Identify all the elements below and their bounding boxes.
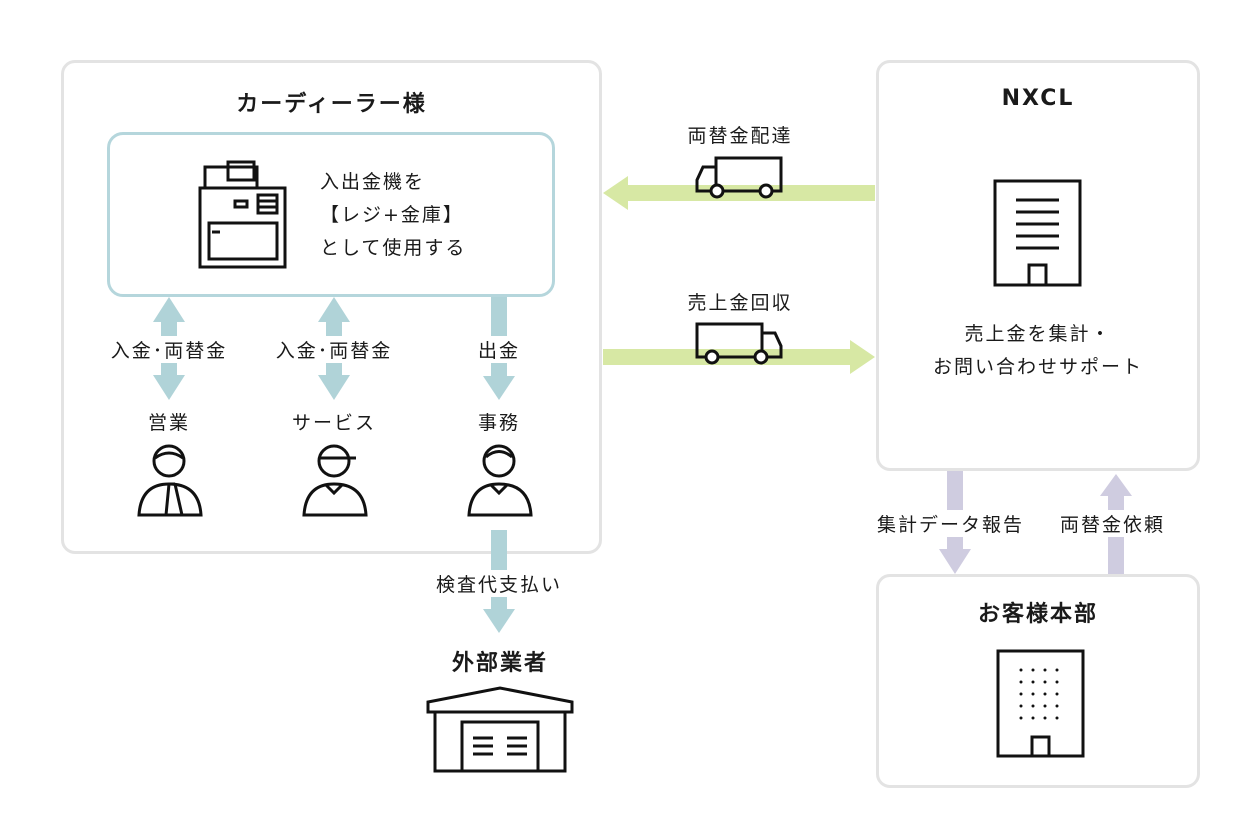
cash-machine-box xyxy=(107,132,555,297)
hq-box xyxy=(876,574,1200,788)
service-arrow-label: 入金･両替金 xyxy=(254,336,414,363)
hq-building-icon xyxy=(996,649,1085,758)
exchange-delivery-label: 両替金配達 xyxy=(687,125,793,147)
office-role-name: 事務 xyxy=(477,412,520,434)
cash-machine-description: 入出金機を 【レジ+金庫】 として使用する xyxy=(320,171,467,259)
warehouse-icon xyxy=(426,686,574,773)
nxcl-title: NXCL xyxy=(1001,86,1075,111)
office-arrow-label: 出金 xyxy=(449,336,549,363)
nxcl-description: 売上金を集計・ お問い合わせサポート xyxy=(932,323,1143,378)
service-role-name: サービス xyxy=(291,412,376,434)
delivery-truck-icon xyxy=(695,156,783,199)
vendor-title: 外部業者 xyxy=(451,651,548,676)
dealer-title: カーディーラー様 xyxy=(236,92,427,117)
collection-truck-icon xyxy=(695,322,783,365)
hq-title: お客様本部 xyxy=(977,602,1098,627)
service-person-icon xyxy=(302,444,368,517)
office-person-icon xyxy=(467,444,533,517)
exchange-request-label: 両替金依頼 xyxy=(1060,510,1166,537)
report-label: 集計データ報告 xyxy=(877,510,1025,537)
nxcl-building-icon xyxy=(993,179,1082,287)
inspection-payment-label: 検査代支払い xyxy=(419,570,579,597)
sales-role-name: 営業 xyxy=(147,412,190,434)
sales-arrow-label: 入金･両替金 xyxy=(89,336,249,363)
sales-collection-label: 売上金回収 xyxy=(687,292,793,314)
cash-machine-icon xyxy=(198,160,287,269)
sales-person-icon xyxy=(137,444,203,517)
exchange-delivery-arrow xyxy=(603,176,875,210)
